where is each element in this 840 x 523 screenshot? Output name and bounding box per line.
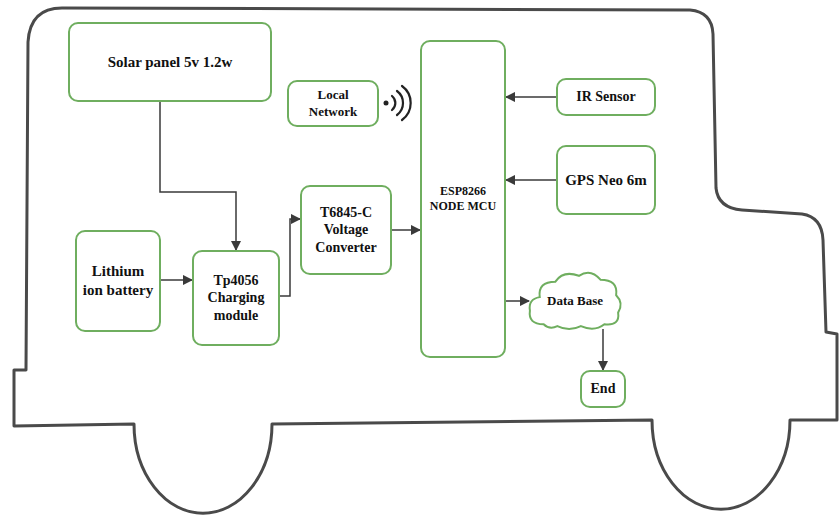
node-label: ESP8266 NODE MCU (427, 184, 499, 214)
end-box: End (580, 370, 626, 408)
bus-body (14, 8, 837, 513)
sensor-box: GPS Neo 6m (556, 145, 656, 215)
connector-arrow (280, 219, 300, 296)
node-label: Local Network (294, 87, 372, 120)
node-label: GPS Neo 6m (565, 171, 647, 190)
node-label: Data Base (547, 293, 603, 309)
connector-arrow (506, 300, 529, 302)
node-label: Lithium ion battery (82, 262, 154, 300)
node-label: End (591, 380, 616, 398)
node-label: IR Sensor (576, 88, 636, 106)
node-label: Solar panel 5v 1.2w (108, 53, 233, 72)
connector-arrow (161, 279, 192, 281)
database-cloud: Data Base (526, 270, 624, 332)
connector-arrow (602, 329, 604, 370)
connector-arrow (506, 96, 556, 98)
battery-box: Lithium ion battery (75, 230, 161, 332)
power-source-box: Solar panel 5v 1.2w (68, 22, 272, 102)
controller-box: ESP8266 NODE MCU (420, 40, 506, 358)
node-label: T6845-C Voltage Converter (307, 204, 385, 257)
sensor-box: IR Sensor (556, 78, 656, 116)
charger-box: Tp4056 Charging module (192, 250, 280, 346)
connector-arrow (506, 179, 556, 181)
connector-arrow (160, 102, 236, 250)
converter-box: T6845-C Voltage Converter (300, 185, 392, 275)
wifi-symbol (384, 86, 411, 120)
network-box: Local Network (287, 80, 379, 127)
node-label: Tp4056 Charging module (199, 272, 273, 325)
connector-arrow (392, 229, 420, 231)
